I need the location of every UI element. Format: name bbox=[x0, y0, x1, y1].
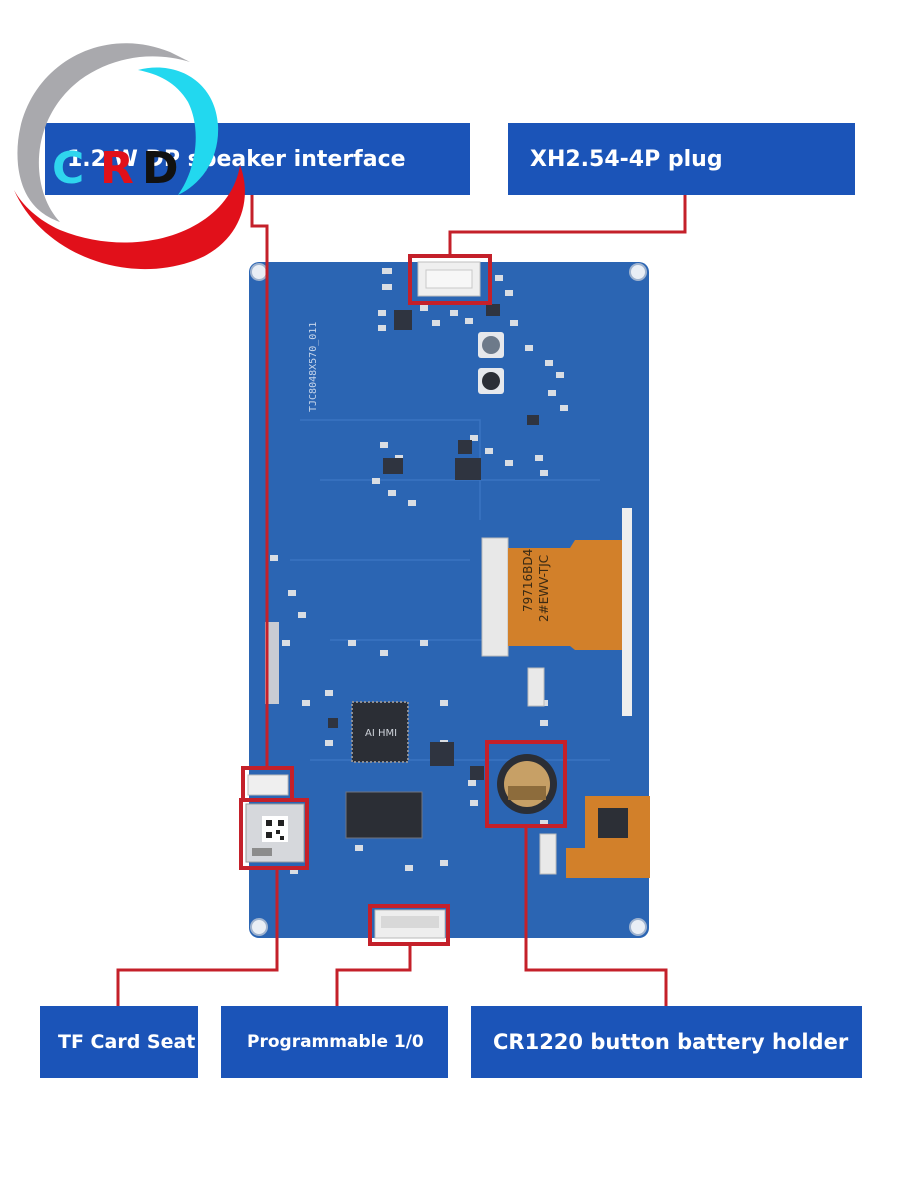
tf-card-slot bbox=[245, 803, 305, 863]
leader-lines bbox=[116, 193, 687, 1006]
small-connector bbox=[527, 667, 545, 707]
logo-red-swoosh bbox=[14, 165, 245, 270]
logo-gray-arc bbox=[17, 43, 190, 222]
logo-letter-c: C bbox=[52, 143, 84, 194]
xh-plug-connector bbox=[417, 261, 481, 297]
small-ics bbox=[328, 304, 539, 780]
svg-text:2#EWV-TJC: 2#EWV-TJC bbox=[537, 555, 551, 622]
silkscreen-text: TJC8048X570_011 bbox=[308, 322, 319, 412]
label-programmable-io: Programmable 1/0 bbox=[221, 1006, 448, 1078]
mounting-holes bbox=[250, 263, 647, 936]
label-speaker-interface: 1.2 W DP speaker interface bbox=[45, 123, 470, 195]
logo-letter-d: D bbox=[142, 143, 179, 194]
speaker-connector bbox=[247, 774, 289, 796]
display-ribbon: 79716BD4 2#EWV-TJC bbox=[481, 537, 632, 657]
flash-chip bbox=[345, 791, 423, 839]
svg-text:79716BD4: 79716BD4 bbox=[521, 549, 535, 612]
io-connector bbox=[374, 909, 446, 939]
mcu-chip: AI HMI bbox=[351, 701, 409, 763]
small-connector-2 bbox=[539, 833, 557, 875]
label-xh-plug: XH2.54-4P plug bbox=[508, 123, 855, 195]
touch-ribbon bbox=[566, 796, 650, 878]
capacitors bbox=[478, 332, 504, 394]
smd-components bbox=[270, 268, 568, 874]
label-battery-holder: CR1220 button battery holder bbox=[471, 1006, 862, 1078]
battery-holder bbox=[497, 754, 557, 814]
display-edge bbox=[622, 508, 632, 716]
label-tf-card-seat: TF Card Seat bbox=[40, 1006, 198, 1078]
logo-cyan-arc bbox=[138, 67, 219, 195]
logo-letter-r: R bbox=[100, 143, 134, 194]
svg-text:AI HMI: AI HMI bbox=[365, 728, 397, 739]
